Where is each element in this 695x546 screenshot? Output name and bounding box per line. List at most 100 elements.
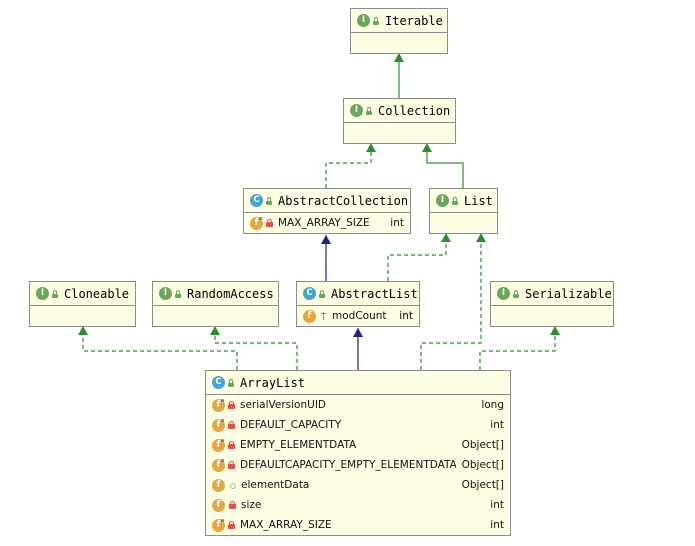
edge-array-list-to-list [420,233,482,370]
node-title: Collection [378,103,451,118]
field-name: modCount [332,310,387,322]
field-icon: f [212,478,225,492]
edge-array-list-to-cloneable [82,326,238,370]
public-visibility-icon [452,196,458,205]
node-title: Iterable [385,13,443,28]
node-header: C ArrayList [206,371,510,395]
field-type: int [490,519,504,531]
arrowhead [441,233,451,242]
arrowhead [210,326,220,335]
node-title: AbstractList [331,286,418,301]
node-header: I Cloneable [30,282,135,306]
static-marker-icon [221,399,224,402]
arrowhead [394,53,404,62]
public-visibility-icon [52,289,58,298]
field-type: int [390,217,404,229]
edge-array-list-to-random-access [214,326,298,370]
field-name: serialVersionUID [240,399,326,411]
node-fields [351,33,447,53]
private-lock-icon [229,501,236,509]
field-name: elementData [241,479,310,491]
class-icon: C [250,194,263,207]
field-type: Object[] [461,479,504,491]
public-visibility-icon [373,16,379,25]
node-fields [344,123,455,143]
arrowhead [78,326,88,335]
node-header: C AbstractList [297,282,419,306]
node-fields [430,213,497,233]
interface-icon: I [36,287,49,300]
edge-array-list-to-serializable [479,326,556,370]
interface-icon: I [357,14,370,27]
interface-icon: I [497,287,510,300]
node-header: I Serializable [491,282,613,306]
field-icon: f [212,498,225,512]
static-marker-icon [259,217,262,220]
private-lock-icon [266,219,273,227]
field-type: Object[] [461,459,504,471]
static-marker-icon [221,459,224,462]
arrowhead [476,233,486,242]
uml-node-serializable[interactable]: I Serializable [490,281,614,327]
private-lock-icon [228,461,235,469]
field-type: Object[] [461,439,504,451]
field-name: DEFAULT_CAPACITY [240,419,342,431]
node-header: I Iterable [351,9,447,33]
field-row[interactable]: f size int [206,495,510,515]
node-header: I RandomAccess [153,282,278,306]
field-type: long [481,399,504,411]
node-title: AbstractCollection [278,193,409,208]
node-title: RandomAccess [187,286,274,301]
static-marker-icon [221,439,224,442]
public-visibility-icon [228,378,234,387]
field-type: int [490,499,504,511]
field-name: size [241,499,262,511]
node-title: Cloneable [64,286,130,301]
edge-abstract-collection-to-collection [325,143,372,188]
uml-node-iterable[interactable]: I Iterable [350,8,448,54]
arrowhead [422,143,432,152]
field-row[interactable]: f elementData Object[] [206,475,510,495]
node-fields [30,306,135,326]
class-icon: C [303,287,316,300]
edge-list-to-collection [426,143,464,188]
interface-icon: I [159,287,172,300]
public-visibility-icon [266,196,272,205]
class-icon: C [212,376,225,389]
static-marker-icon [221,419,224,422]
private-lock-icon [228,441,235,449]
uml-node-cloneable[interactable]: I Cloneable [29,281,136,327]
arrowhead [366,143,376,152]
private-lock-icon [228,521,235,529]
arrowhead [321,235,331,244]
node-title: ArrayList [240,375,306,390]
arrowhead [353,328,363,337]
uml-node-random-access[interactable]: I RandomAccess [152,281,279,327]
public-visibility-icon [366,106,372,115]
public-visibility-icon [513,289,519,298]
field-type: int [399,310,413,322]
private-lock-icon [228,401,235,409]
node-title: Serializable [525,286,612,301]
node-header: C AbstractCollection [244,189,410,213]
public-visibility-icon [175,289,181,298]
static-marker-icon [221,519,224,522]
field-name: DEFAULTCAPACITY_EMPTY_ELEMENTDATA [240,459,456,471]
